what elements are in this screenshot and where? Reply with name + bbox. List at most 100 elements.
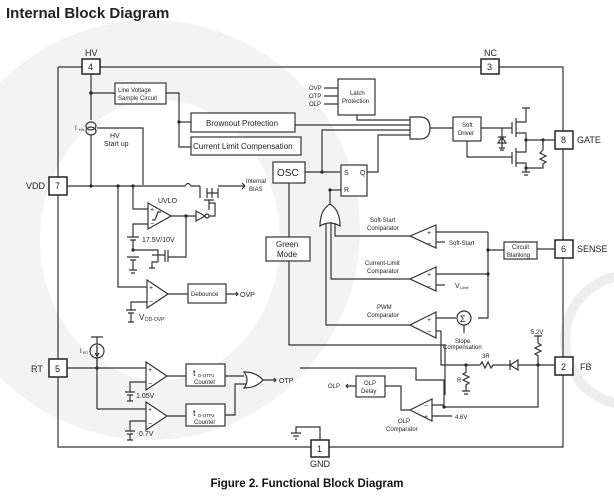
gate-pulldown-resistor-icon [526, 139, 555, 169]
brownout-protection-block: Brownout Protection [190, 112, 296, 133]
svg-text:Debounce: Debounce [191, 292, 219, 298]
pin-vdd[interactable]: VDD 7 [26, 176, 68, 196]
svg-text:−: − [424, 403, 428, 410]
chip-outline [57, 66, 564, 448]
soft-start-comparator-label: Soft-Start [370, 218, 396, 224]
svg-text:Σ: Σ [460, 314, 466, 324]
summing-junction-icon: Σ [456, 310, 472, 326]
olp-reference-label: 4.6V [455, 415, 467, 421]
pin-gnd[interactable]: 1 GND [310, 439, 331, 469]
soft-start-label: Soft-Start [449, 241, 475, 247]
olp-output-label: OLP [328, 384, 340, 390]
svg-text:Protection: Protection [342, 99, 369, 105]
pin-hv[interactable]: HV 4 [81, 48, 101, 75]
svg-text:HV: HV [79, 127, 85, 132]
uvlo-reference-label: 17.5V/10V [142, 237, 175, 244]
diode-icon [508, 358, 519, 372]
hv-current-source-icon [85, 121, 97, 136]
soft-start-comparator: + − [408, 224, 437, 249]
svg-text:Brownout Protection: Brownout Protection [206, 119, 278, 128]
debounce-block: Debounce [187, 283, 227, 304]
line-voltage-sample-block: Line Voltage Sample Circuit [114, 82, 167, 105]
pin-fb-label: FB [580, 362, 592, 372]
svg-text:−: − [427, 241, 431, 248]
svg-text:RT: RT [83, 350, 89, 355]
svg-text:t: t [193, 368, 196, 378]
latch-input-ovp: OVP [309, 86, 322, 92]
pin-vdd-number: 7 [55, 181, 60, 191]
current-limit-comparator: + − [408, 266, 437, 292]
svg-text:+: + [150, 207, 154, 214]
svg-text:BIAS: BIAS [249, 187, 263, 193]
pin-gnd-number: 1 [317, 444, 322, 454]
resistor-r-label: R [457, 378, 462, 384]
circuit-blanking-block: Circuit Blanking [503, 241, 538, 260]
vdd-ovp-reference-icon [126, 301, 147, 323]
vlimit-label: V [455, 283, 460, 290]
vdd-ovp-label: V [139, 313, 145, 322]
pin-sense[interactable]: 6 SENSE [554, 239, 608, 259]
svg-text:+: + [424, 414, 428, 421]
resistor-3r-label: 3R [482, 354, 490, 360]
pwm-comparator: + − [408, 311, 437, 339]
ovp-comparator: + − [146, 278, 170, 310]
svg-text:+: + [427, 230, 431, 237]
svg-text:Counter: Counter [194, 380, 215, 386]
pin-sense-label: SENSE [577, 244, 608, 254]
svg-text:Start up: Start up [104, 141, 129, 148]
rt-current-source-icon [89, 336, 105, 359]
pin-nc[interactable]: NC 3 [480, 48, 500, 75]
svg-text:Soft: Soft [462, 123, 473, 129]
pwm-comparator-label: PWM [377, 305, 392, 311]
pin-gate-label: GATE [577, 135, 601, 145]
otp-comparator-1: + − [145, 360, 169, 392]
and-gate-icon [409, 116, 431, 140]
sr-latch: S R Q [340, 164, 368, 197]
svg-text:Circuit: Circuit [512, 245, 529, 251]
otp-reference-2-label: 0.7V [139, 431, 154, 438]
otp-counter-1-block: t D-OTP1 Counter [185, 363, 226, 387]
soft-driver-block: Soft Driver [452, 116, 482, 142]
pin-sense-number: 6 [561, 244, 566, 254]
hv-startup-label: HV [110, 133, 120, 140]
svg-text:Limit: Limit [460, 285, 469, 290]
svg-text:−: − [148, 421, 152, 428]
hv-startup-control-wire [97, 127, 144, 185]
pin-rt-label: RT [31, 364, 43, 374]
pin-rt[interactable]: RT 5 [31, 358, 68, 378]
svg-text:Comparator: Comparator [367, 313, 399, 319]
olp-comparator-label: OLP [398, 419, 410, 425]
svg-text:+: + [148, 367, 152, 374]
pin-gnd-label: GND [310, 459, 331, 469]
output-transistors-icon [511, 107, 530, 176]
page-title: Internal Block Diagram [6, 5, 170, 22]
otp-ref1-icon [125, 381, 146, 402]
inverter-icon [195, 209, 210, 223]
pin-fb[interactable]: 2 FB [554, 356, 592, 376]
svg-text:Comparator: Comparator [386, 427, 418, 433]
svg-text:Compensation: Compensation [443, 345, 482, 351]
svg-text:Blanking: Blanking [507, 253, 530, 259]
svg-text:Mode: Mode [277, 250, 298, 259]
resistor-3r-icon [479, 360, 510, 370]
svg-text:Latch: Latch [350, 91, 365, 97]
otp-counter-2-block: t D-OTP2 Counter [185, 403, 226, 427]
svg-text:+: + [427, 317, 431, 324]
svg-text:D-OTP2: D-OTP2 [198, 413, 215, 418]
svg-text:−: − [150, 221, 154, 228]
olp-delay-block: OLP Delay [355, 375, 386, 398]
pin-gate[interactable]: 8 GATE [554, 130, 601, 150]
pin-rt-number: 5 [55, 364, 60, 374]
gnd-wire [295, 426, 321, 440]
otp-or-gate-icon [242, 371, 264, 389]
pin-hv-number: 4 [88, 62, 93, 72]
ihv-label: I [75, 126, 77, 132]
svg-text:Sample Circuit: Sample Circuit [118, 96, 157, 102]
pullup-resistor-icon [533, 335, 543, 365]
ground-icon [291, 432, 301, 440]
svg-text:Q: Q [360, 170, 366, 177]
svg-text:DD-OVP: DD-OVP [145, 317, 165, 323]
svg-text:Comparator: Comparator [367, 226, 399, 232]
svg-text:Comparator: Comparator [367, 269, 399, 275]
